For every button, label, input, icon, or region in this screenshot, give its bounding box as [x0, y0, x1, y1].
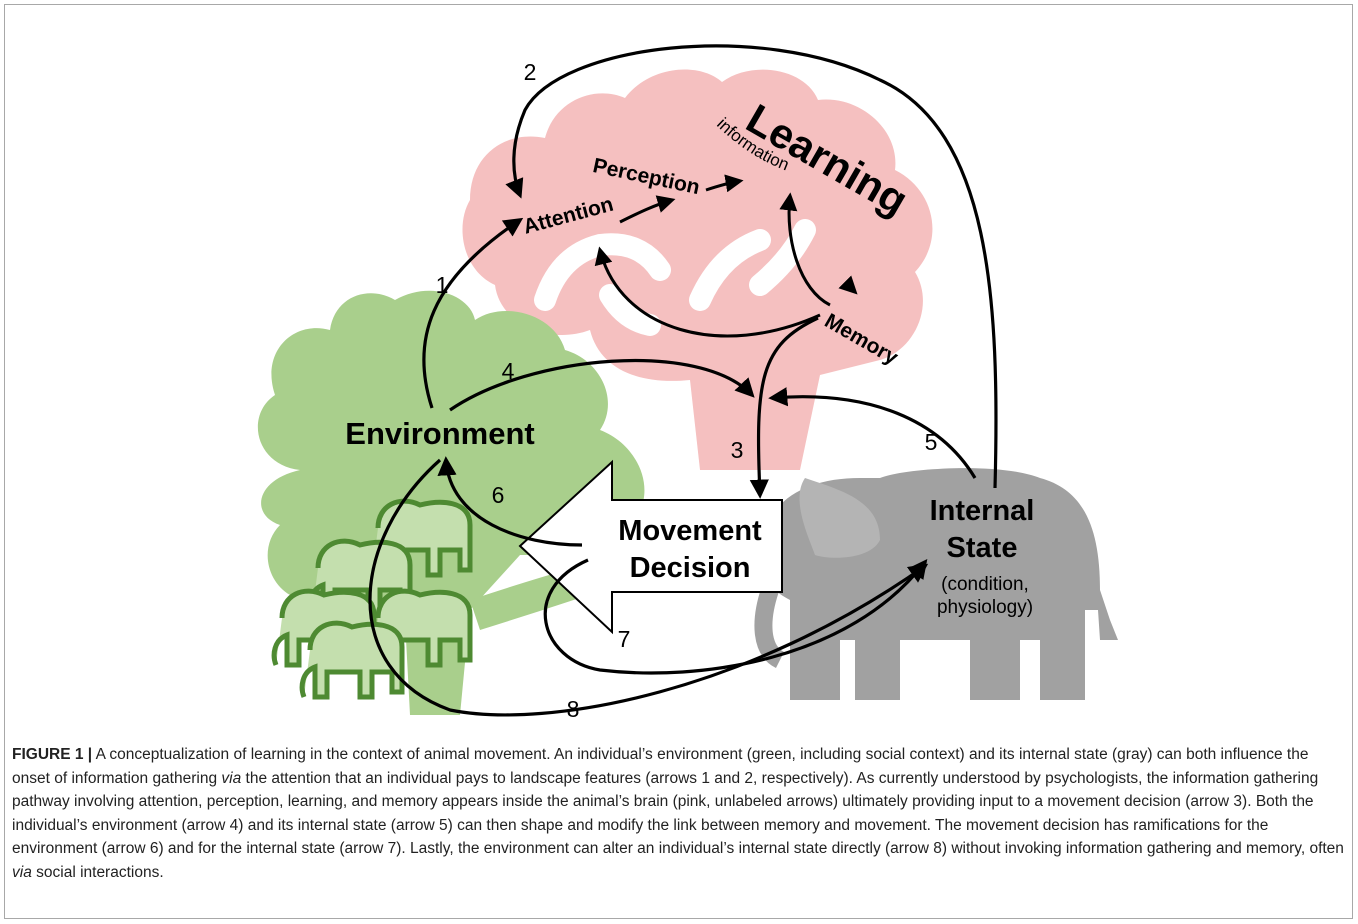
arrow-2	[505, 44, 998, 489]
arrow-attention-to-perception	[619, 195, 676, 224]
arrow-number-5: 5	[925, 429, 938, 455]
figure-label: FIGURE 1 |	[12, 746, 93, 763]
movement-decision-line2: Decision	[630, 552, 751, 584]
movement-decision-arrow	[518, 459, 783, 635]
environment-label: Environment	[345, 416, 534, 451]
arrow-1	[422, 217, 524, 409]
arrow-number-7: 7	[618, 626, 631, 652]
brain-grooves	[534, 219, 816, 336]
internal-state-note-line2: physiology)	[937, 597, 1033, 618]
arrow-number-2: 2	[524, 59, 537, 85]
caption-text-1: A conceptualization of learning in the c…	[12, 746, 1309, 787]
movement-decision-line1: Movement	[618, 515, 762, 547]
arrow-5	[768, 387, 977, 479]
caption-text-2: the attention that an individual pays to…	[12, 769, 1344, 858]
elephant-shape	[754, 468, 1118, 700]
arrow-6	[437, 456, 583, 547]
arrow-number-8: 8	[567, 696, 580, 722]
caption-via-2: via	[12, 863, 32, 881]
arrow-memory-to-attention	[594, 246, 821, 338]
arrow-number-4: 4	[502, 358, 515, 384]
arrow-number-3: 3	[731, 437, 744, 463]
internal-state-note-line1: (condition,	[941, 574, 1029, 595]
arrow-8	[368, 458, 929, 717]
arrow-3	[749, 316, 819, 499]
arrow-number-6: 6	[492, 482, 505, 508]
figure-caption: FIGURE 1 | A conceptualization of learni…	[12, 743, 1346, 884]
internal-state-line1: Internal	[930, 495, 1035, 527]
caption-via-1: via	[221, 769, 242, 787]
arrow-4	[449, 358, 755, 412]
arrow-memory-to-learning	[779, 192, 831, 307]
caption-text-3: social interactions.	[31, 863, 164, 881]
arrow-7	[543, 558, 928, 675]
brain-shape	[462, 69, 933, 470]
arrow-perception-to-learning	[705, 174, 744, 193]
arrow-number-1: 1	[436, 272, 449, 298]
internal-state-line2: State	[947, 532, 1018, 564]
elephant-herd-icon	[271, 498, 473, 700]
arrow-acquisition-to-memory	[838, 275, 858, 295]
concept-diagram: Environment Attention Perception Learnin…	[0, 0, 1118, 722]
